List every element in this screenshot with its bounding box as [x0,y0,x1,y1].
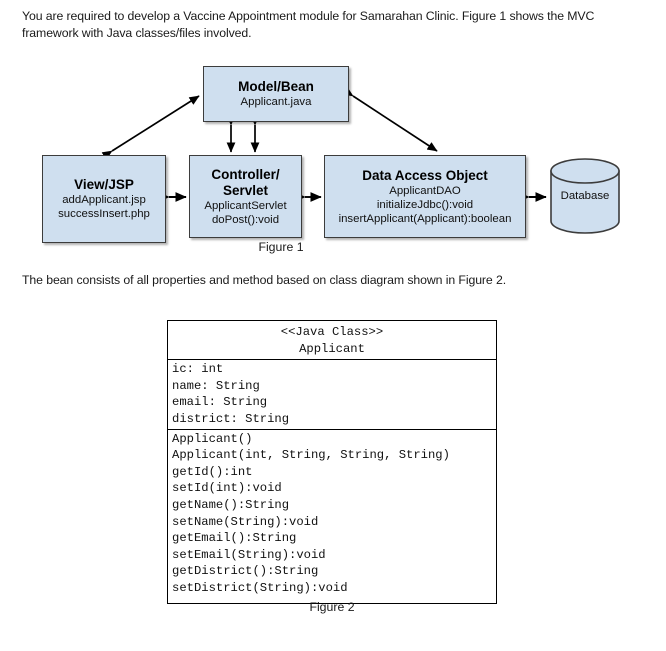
diagram-node-model-bean: Model/Bean Applicant.java [203,66,349,122]
class-method: setId(int):void [172,481,282,496]
bean-paragraph: The bean consists of all properties and … [22,273,507,287]
class-field: district: String [172,411,290,426]
node-view-line-1: addApplicant.jsp [62,194,146,206]
node-dao-line-2: initializeJdbc():void [376,198,474,211]
class-method: setName(String):void [172,514,319,529]
class-method: getName():String [172,497,290,512]
class-stereotype: <<Java Class>> [280,325,384,339]
arrow-view-model [101,95,200,160]
class-field: ic: int [172,362,224,377]
node-dao-title: Data Access Object [362,167,488,183]
figure-1-mvc-diagram: Model/Bean Applicant.java View/JSP addAp… [0,55,666,255]
class-method: setDistrict(String):void [172,580,348,595]
class-method: setEmail(String):void [172,547,326,562]
node-controller-line-2: doPost():void [211,213,280,226]
node-controller-line-1: ApplicantServlet [204,199,287,212]
node-model-line-1: Applicant.java [240,96,312,108]
class-field: email: String [172,395,268,410]
figure-2-caption: Figure 2 [309,600,355,614]
node-view-line-2: successInsert.php [58,208,150,220]
arrow-dao-model [342,87,438,152]
class-method: Applicant() [172,431,253,446]
class-header: <<Java Class>> Applicant [168,321,496,361]
class-method: getDistrict():String [172,564,319,579]
diagram-node-controller-servlet: Controller/ Servlet ApplicantServlet doP… [189,155,302,238]
node-controller-title: Controller/ [211,166,280,182]
figure-1-caption: Figure 1 [258,240,304,254]
diagram-node-database: Database [549,158,621,234]
database-cylinder-icon [550,158,620,234]
node-model-title: Model/Bean [238,79,314,94]
node-dao-line-1: ApplicantDAO [389,184,461,197]
node-dao-line-3: insertApplicant(Applicant):boolean [338,212,512,225]
node-view-title: View/JSP [74,177,134,192]
figure-2-class-diagram: <<Java Class>> Applicant ic: int name: S… [167,320,497,604]
class-field: name: String [172,378,260,393]
class-method: getEmail():String [172,531,297,546]
class-method: getId():int [172,464,253,479]
class-method: Applicant(int, String, String, String) [172,448,450,463]
intro-paragraph: You are required to develop a Vaccine Ap… [22,9,595,40]
node-controller-title-2: Servlet [222,182,269,198]
diagram-node-view-jsp: View/JSP addApplicant.jsp successInsert.… [42,155,166,243]
class-fields-compartment: ic: int name: String email: String distr… [168,360,496,430]
class-name: Applicant [299,341,365,356]
class-methods-compartment: Applicant() Applicant(int, String, Strin… [168,430,496,603]
diagram-node-data-access-object: Data Access Object ApplicantDAO initiali… [324,155,526,238]
